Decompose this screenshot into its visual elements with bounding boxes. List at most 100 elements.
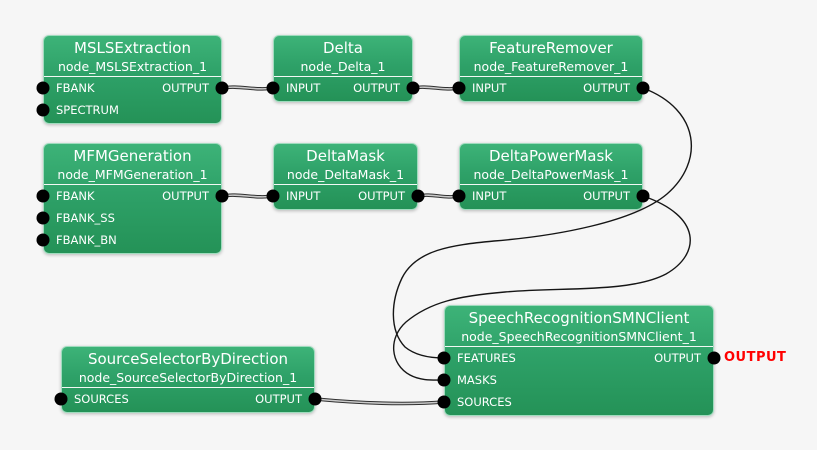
node-instance-name: node_FeatureRemover_1 (473, 59, 629, 74)
node-instance-name: node_MSLSExtraction_1 (57, 59, 208, 74)
node-instance-name: node_SourceSelectorByDirection_1 (78, 370, 298, 385)
node-header: SpeechRecognitionSMNClient node_SpeechRe… (445, 306, 713, 347)
node-title: FeatureRemover (489, 39, 613, 57)
port-dot-delta-input[interactable] (266, 81, 280, 95)
input-port-label: INPUT (286, 189, 321, 203)
port-dot-mfmgeneration-output[interactable] (215, 189, 229, 203)
port-dot-smnclient-masks[interactable] (437, 373, 451, 387)
input-port-label: FBANK (56, 189, 95, 203)
port-rows: SOURCES OUTPUT (62, 388, 314, 410)
node-instance-name: node_Delta_1 (300, 59, 386, 74)
port-row: INPUT OUTPUT (460, 77, 642, 99)
node-header: DeltaPowerMask node_DeltaPowerMask_1 (460, 144, 642, 185)
input-port-label: SOURCES (74, 392, 129, 406)
input-port-label: INPUT (472, 189, 507, 203)
port-dot-deltamask-output[interactable] (411, 189, 425, 203)
node-instance-name: node_DeltaPowerMask_1 (473, 167, 629, 182)
node-title: DeltaPowerMask (488, 147, 613, 165)
port-row: INPUT OUTPUT (460, 185, 642, 207)
node-mslsextraction[interactable]: MSLSExtraction node_MSLSExtraction_1 FBA… (43, 35, 222, 124)
port-dot-mslsextraction-fbank[interactable] (36, 81, 50, 95)
port-rows: INPUT OUTPUT (274, 77, 412, 99)
port-dot-smnclient-features[interactable] (437, 351, 451, 365)
port-dot-featureremover-output[interactable] (636, 81, 650, 95)
node-title: Delta (322, 39, 364, 57)
port-row: INPUT OUTPUT (274, 77, 412, 99)
output-port-label: OUTPUT (583, 81, 630, 95)
network-output-terminal[interactable]: OUTPUT (724, 349, 787, 365)
output-port-label: OUTPUT (255, 392, 302, 406)
port-row: INPUT OUTPUT (274, 185, 417, 207)
port-rows: INPUT OUTPUT (460, 185, 642, 207)
port-rows: FBANK OUTPUT SPECTRUM (44, 77, 221, 121)
port-dot-deltapowermask-input[interactable] (452, 189, 466, 203)
edge-mslsextraction-to-delta-highlight (221, 86, 274, 90)
node-header: FeatureRemover node_FeatureRemover_1 (460, 36, 642, 77)
edge-mslsextraction-to-delta[interactable] (220, 85, 275, 91)
node-header: DeltaMask node_DeltaMask_1 (274, 144, 417, 185)
port-row: FBANK OUTPUT (44, 77, 221, 99)
node-title: MSLSExtraction (74, 39, 191, 57)
edge-mfmgeneration-to-deltamask-highlight (221, 194, 274, 198)
node-instance-name: node_MFMGeneration_1 (57, 167, 208, 182)
port-dot-deltapowermask-output[interactable] (636, 189, 650, 203)
input-port-label: INPUT (472, 81, 507, 95)
port-dot-mfmgeneration-fbank-ss[interactable] (36, 211, 50, 225)
node-instance-name: node_SpeechRecognitionSMNClient_1 (461, 329, 697, 344)
node-mfmgeneration[interactable]: MFMGeneration node_MFMGeneration_1 FBANK… (43, 143, 222, 254)
node-featureremover[interactable]: FeatureRemover node_FeatureRemover_1 INP… (459, 35, 643, 102)
port-dot-sourceselector-sources[interactable] (54, 392, 68, 406)
edge-mfmgeneration-to-deltamask[interactable] (220, 193, 275, 199)
input-port-label: FBANK_SS (56, 211, 115, 225)
node-header: SourceSelectorByDirection node_SourceSel… (62, 347, 314, 388)
port-rows: FEATURES OUTPUT MASKS SOURCES (445, 347, 713, 413)
node-instance-name: node_DeltaMask_1 (286, 167, 405, 182)
edge-sourceselector-to-sources-highlight (314, 398, 445, 405)
output-port-label: OUTPUT (654, 351, 701, 365)
port-rows: INPUT OUTPUT (274, 185, 417, 207)
node-header: MSLSExtraction node_MSLSExtraction_1 (44, 36, 221, 77)
port-dot-delta-output[interactable] (406, 81, 420, 95)
input-port-label: FEATURES (457, 351, 516, 365)
port-dot-smnclient-sources[interactable] (437, 395, 451, 409)
port-dot-mslsextraction-output[interactable] (215, 81, 229, 95)
port-row: FBANK OUTPUT (44, 185, 221, 207)
port-dot-mfmgeneration-fbank[interactable] (36, 189, 50, 203)
node-title: SourceSelectorByDirection (87, 350, 289, 368)
input-port-label: SPECTRUM (56, 103, 119, 117)
port-row: FBANK_BN (44, 229, 221, 251)
port-rows: INPUT OUTPUT (460, 77, 642, 99)
port-rows: FBANK OUTPUT FBANK_SS FBANK_BN (44, 185, 221, 251)
input-port-label: MASKS (457, 373, 497, 387)
input-port-label: INPUT (286, 81, 321, 95)
node-header: Delta node_Delta_1 (274, 36, 412, 77)
port-row: SPECTRUM (44, 99, 221, 121)
port-row: FEATURES OUTPUT (445, 347, 713, 369)
node-title: SpeechRecognitionSMNClient (468, 309, 690, 327)
port-dot-featureremover-input[interactable] (452, 81, 466, 95)
node-header: MFMGeneration node_MFMGeneration_1 (44, 144, 221, 185)
edge-sourceselector-to-sources[interactable] (313, 397, 446, 406)
output-port-label: OUTPUT (162, 81, 209, 95)
input-port-label: SOURCES (457, 395, 512, 409)
port-dot-sourceselector-output[interactable] (308, 392, 322, 406)
node-delta[interactable]: Delta node_Delta_1 INPUT OUTPUT (273, 35, 413, 102)
port-dot-smnclient-output[interactable] (707, 351, 721, 365)
output-port-label: OUTPUT (353, 81, 400, 95)
node-deltapowermask[interactable]: DeltaPowerMask node_DeltaPowerMask_1 INP… (459, 143, 643, 210)
node-sourceselectorbydirection[interactable]: SourceSelectorByDirection node_SourceSel… (61, 346, 315, 413)
input-port-label: FBANK_BN (56, 233, 117, 247)
output-port-label: OUTPUT (358, 189, 405, 203)
node-title: DeltaMask (306, 147, 385, 165)
node-speechrecognitionsmnclient[interactable]: SpeechRecognitionSMNClient node_SpeechRe… (444, 305, 714, 416)
port-dot-mslsextraction-spectrum[interactable] (36, 103, 50, 117)
port-dot-mfmgeneration-fbank-bn[interactable] (36, 233, 50, 247)
node-deltamask[interactable]: DeltaMask node_DeltaMask_1 INPUT OUTPUT (273, 143, 418, 210)
output-port-label: OUTPUT (162, 189, 209, 203)
output-port-label: OUTPUT (583, 189, 630, 203)
port-row: MASKS (445, 369, 713, 391)
port-row: SOURCES OUTPUT (62, 388, 314, 410)
port-dot-deltamask-input[interactable] (266, 189, 280, 203)
port-row: FBANK_SS (44, 207, 221, 229)
